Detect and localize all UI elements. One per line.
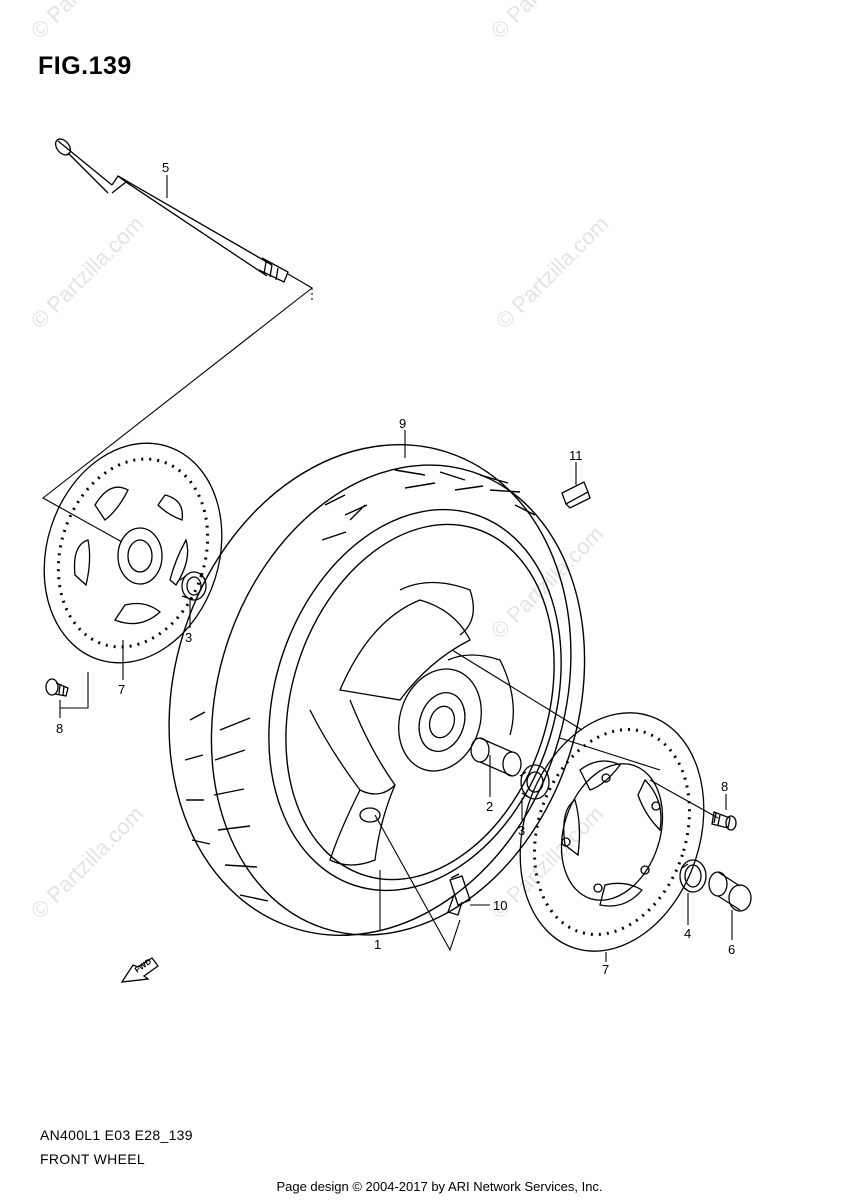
right-bearing — [519, 764, 550, 800]
tire-valve — [447, 873, 471, 916]
hub-center-lines — [451, 649, 719, 819]
axle-leader-lines — [42, 273, 313, 543]
watermark: © Partzilla.com — [26, 0, 149, 44]
dust-seal — [679, 859, 707, 893]
right-brake-disc — [519, 712, 705, 952]
callout-7-left: 7 — [118, 682, 125, 697]
watermarks: © Partzilla.com © Partzilla.com © Partzi… — [26, 0, 614, 924]
callout-3-left: 3 — [185, 630, 192, 645]
callout-7-right: 7 — [602, 962, 609, 977]
callout-1: 1 — [374, 937, 381, 952]
callout-8-right: 8 — [721, 779, 728, 794]
front-wheel-tire — [168, 444, 586, 936]
balance-weight — [561, 481, 591, 509]
footer-text: Page design © 2004-2017 by ARI Network S… — [276, 1179, 603, 1194]
left-brake-disc — [43, 442, 223, 664]
right-disc-bolt — [711, 811, 737, 831]
front-wheel-rim — [309, 581, 514, 866]
watermark: © Partzilla.com — [26, 211, 149, 334]
section-name: FRONT WHEEL — [40, 1151, 145, 1167]
wheel-spacer — [470, 737, 522, 777]
front-axle — [54, 138, 289, 283]
callout-5: 5 — [162, 160, 169, 175]
footer-copyright: Page design © 2004-2017 by ARI Network S… — [0, 1179, 847, 1194]
watermark: © Partzilla.com — [491, 211, 614, 334]
callout-6: 6 — [728, 942, 735, 957]
left-bearing — [179, 571, 207, 601]
callout-8-left: 8 — [56, 721, 63, 736]
callout-4: 4 — [684, 926, 691, 941]
watermark: © Partzilla.com — [486, 0, 609, 44]
watermark: © Partzilla.com — [486, 521, 609, 644]
callout-labels: 5 9 11 3 7 8 2 3 8 10 1 4 6 7 — [56, 160, 735, 977]
model-code: AN400L1 E03 E28_139 — [40, 1127, 193, 1143]
callout-10: 10 — [493, 898, 507, 913]
callout-2: 2 — [486, 799, 493, 814]
watermark: © Partzilla.com — [26, 801, 149, 924]
left-disc-bolt — [45, 678, 69, 697]
wheel-collar — [708, 871, 752, 912]
callout-leaders — [59, 175, 733, 962]
figure-title: FIG.139 — [38, 52, 132, 80]
forward-direction-arrow: FWD — [120, 957, 159, 983]
callout-3-right: 3 — [518, 823, 525, 838]
callout-9: 9 — [399, 416, 406, 431]
callout-11: 11 — [569, 448, 583, 463]
